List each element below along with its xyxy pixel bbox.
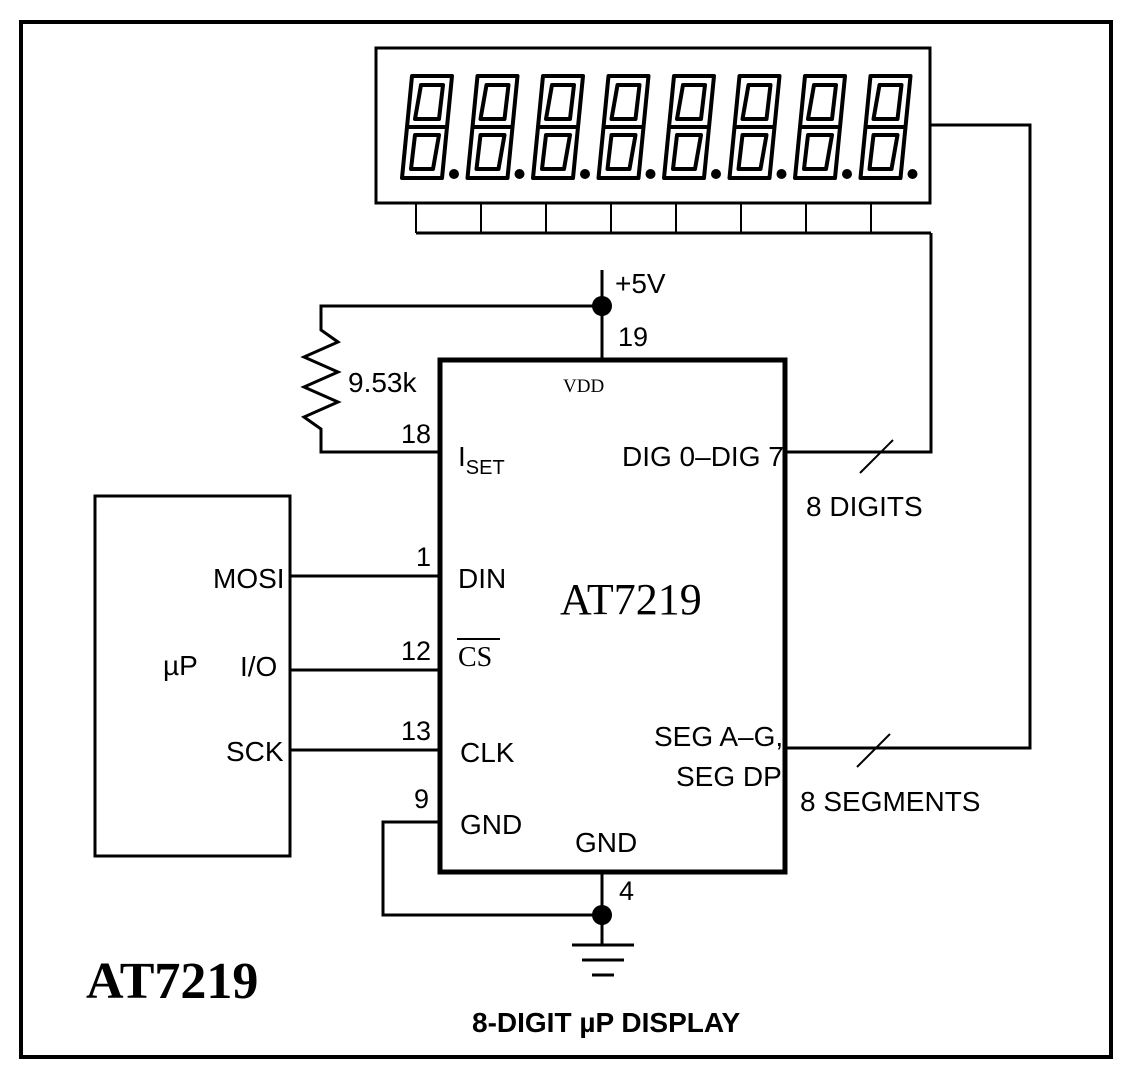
clk-pin-label: CLK xyxy=(460,737,515,768)
display-digits xyxy=(400,74,918,180)
seven-segment-display xyxy=(374,46,932,235)
iset-pin-label: ISET xyxy=(458,441,505,479)
sck-pin-label: SCK xyxy=(226,736,284,767)
gnd-left-pin-number: 9 xyxy=(414,784,429,814)
display-digit xyxy=(858,74,918,180)
iset-pin-number: 18 xyxy=(401,419,431,449)
seg-pin-label-line1: SEG A–G, xyxy=(654,721,783,752)
decimal-point xyxy=(645,169,656,179)
digits-bus-label: 8 DIGITS xyxy=(806,491,923,522)
segments-bus-label: 8 SEGMENTS xyxy=(800,786,980,817)
segment-bus-wire xyxy=(785,123,1032,750)
figure-caption: 8-DIGIT µP DISPLAY xyxy=(472,1007,741,1038)
decimal-point xyxy=(842,169,852,179)
display-digit xyxy=(727,74,787,180)
seg-pin-label-line2: SEG DP xyxy=(676,761,782,792)
display-housing xyxy=(374,46,932,205)
iset-resistor xyxy=(300,304,602,454)
ic-part-number: AT7219 xyxy=(560,575,702,624)
decimal-point xyxy=(449,169,459,179)
gnd-bottom-pin-number: 4 xyxy=(619,876,634,906)
power-label: +5V xyxy=(615,268,666,299)
decimal-point xyxy=(776,169,787,179)
dig-pin-label: DIG 0–DIG 7 xyxy=(622,441,784,472)
mosi-pin-label: MOSI xyxy=(213,563,285,594)
digits-bus-slash xyxy=(859,439,894,474)
din-pin-label: DIN xyxy=(458,563,506,594)
footer-part-label: AT7219 xyxy=(86,953,258,1010)
digit-bus-wire xyxy=(785,233,933,454)
clk-pin-number: 13 xyxy=(401,716,431,746)
display-digit-leads xyxy=(415,203,872,233)
display-digit xyxy=(793,74,852,180)
display-digit xyxy=(531,74,590,180)
outer-frame xyxy=(19,20,1113,1059)
din-pin-number: 1 xyxy=(416,542,431,572)
resistor-value: 9.53k xyxy=(348,367,417,398)
ground-symbol xyxy=(572,943,634,977)
ic-body xyxy=(437,357,788,875)
microcontroller-label: µP xyxy=(163,650,198,681)
display-digit xyxy=(400,74,459,180)
vdd-pin-label: VDD xyxy=(563,376,604,397)
microcontroller-box xyxy=(93,494,292,858)
display-digit xyxy=(596,74,656,180)
io-pin-label: I/O xyxy=(240,651,277,682)
display-digit xyxy=(465,74,525,180)
ground-junction xyxy=(592,905,612,925)
decimal-point xyxy=(514,169,525,179)
gnd-left-pin-label: GND xyxy=(460,809,522,840)
cs-pin-number: 12 xyxy=(401,636,431,666)
decimal-point xyxy=(580,169,590,179)
vdd-pin-number: 19 xyxy=(618,322,648,352)
decimal-point xyxy=(711,169,721,179)
cs-pin-label: CS xyxy=(458,642,492,673)
gnd-bottom-pin-label: GND xyxy=(575,827,637,858)
decimal-point xyxy=(907,169,918,179)
display-digit xyxy=(662,74,721,180)
gnd-left-wire xyxy=(381,820,602,917)
segments-bus-slash xyxy=(856,733,891,768)
